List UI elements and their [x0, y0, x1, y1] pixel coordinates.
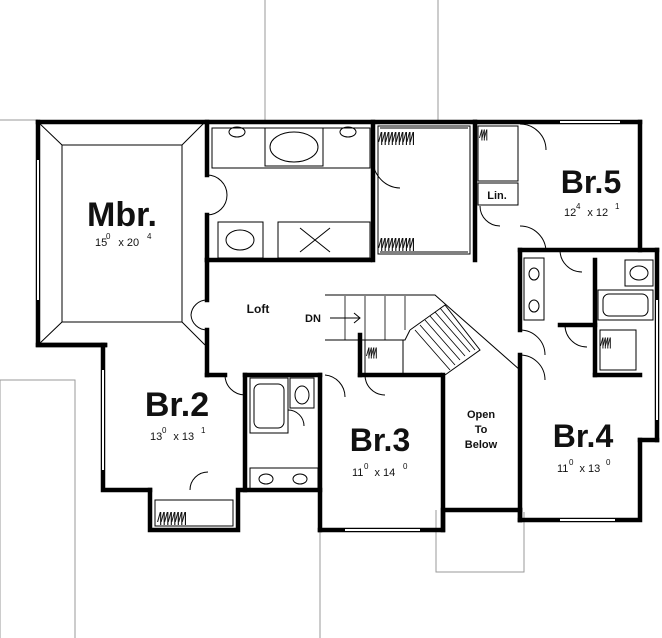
- svg-text:4: 4: [576, 202, 581, 211]
- label-br4: Br.4 11 x 13 0 0: [553, 418, 614, 475]
- room-name-br4: Br.4: [553, 418, 614, 454]
- tray-ceiling-outline: [61, 144, 183, 323]
- label-mbr: Mbr. 15 x 20 0 4: [87, 196, 157, 249]
- label-br5: Br.5 12 x 12 4 1: [561, 164, 621, 219]
- doors: [189, 123, 588, 491]
- room-name-br2: Br.2: [145, 386, 209, 424]
- staircase: [325, 294, 521, 376]
- windows: [37, 121, 658, 531]
- svg-text:To: To: [475, 424, 488, 436]
- label-loft: Loft: [247, 302, 270, 316]
- svg-text:0: 0: [569, 458, 574, 467]
- room-dims-br4: 11 x 13: [557, 463, 600, 475]
- svg-text:0: 0: [162, 426, 167, 435]
- svg-text:0: 0: [364, 462, 369, 471]
- master-bedroom: [37, 121, 206, 346]
- svg-text:0: 0: [606, 458, 611, 467]
- svg-text:/|/|/|/|/|/|/|/|: /|/|/|/|/|/|/|/|: [157, 509, 187, 525]
- room-dims-br5: 12 x 12: [564, 207, 608, 219]
- hall-bath-fixtures: [249, 257, 654, 491]
- svg-text:0: 0: [403, 462, 408, 471]
- closets: /|/|/|/|/|/|/|/|/|/| /|/|/|/|/|/|/|/|/|/…: [154, 125, 637, 527]
- room-name-br5: Br.5: [561, 164, 621, 200]
- room-dims-br2: 13 x 13: [150, 431, 194, 443]
- label-linen: Lin.: [487, 190, 507, 202]
- room-name-mbr: Mbr.: [87, 196, 157, 234]
- svg-text:4: 4: [147, 232, 152, 241]
- svg-text:Below: Below: [465, 439, 498, 451]
- room-dims-br3: 11 x 14: [352, 467, 395, 479]
- label-open-to-below: Open To Below: [465, 409, 498, 451]
- svg-text:/|/|/|: /|/|/|: [479, 127, 488, 141]
- room-dims-mbr: 15 x 20: [95, 237, 139, 249]
- svg-text:Open: Open: [467, 409, 495, 421]
- svg-text:/|/|/|/|/|/|/|/|/|/|: /|/|/|/|/|/|/|/|/|/|: [378, 235, 415, 251]
- svg-text:/|/|/|/|: /|/|/|/|: [366, 345, 378, 359]
- room-name-br3: Br.3: [350, 422, 410, 458]
- label-br3: Br.3 11 x 14 0 0: [350, 422, 410, 479]
- svg-text:/|/|/|/|/|/|/|/|/|/|: /|/|/|/|/|/|/|/|/|/|: [378, 129, 415, 145]
- svg-text:1: 1: [615, 202, 620, 211]
- master-bath-fixtures: [211, 126, 371, 259]
- label-down-stairs: DN: [305, 313, 321, 325]
- svg-text:/|/|/|/|: /|/|/|/|: [600, 335, 612, 349]
- svg-text:0: 0: [106, 232, 111, 241]
- label-br2: Br.2 13 x 13 0 1: [145, 386, 209, 443]
- linen-closet: [477, 182, 519, 206]
- svg-text:1: 1: [201, 426, 206, 435]
